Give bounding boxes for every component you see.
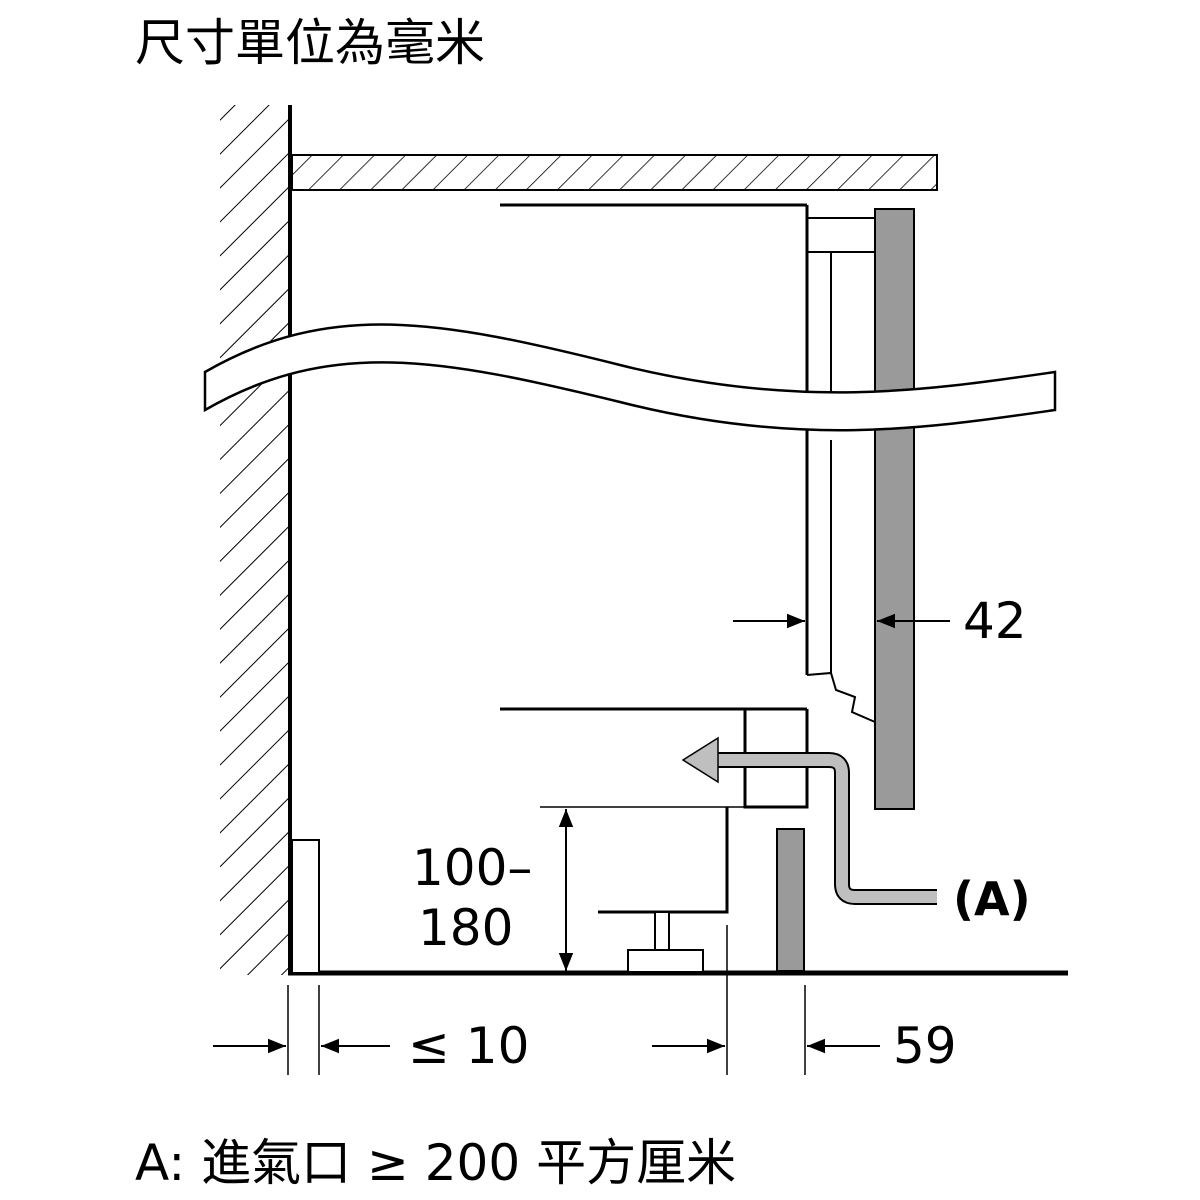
label-height-line2: 180: [418, 899, 513, 957]
adjustable-foot: [627, 911, 704, 973]
label-airflow-a: (A): [953, 872, 1031, 926]
label-max-10: ≤ 10: [408, 1017, 529, 1075]
legend-text: A: 進氣口 ≥ 200 平方厘米: [135, 1134, 736, 1192]
label-height-line1: 100–: [412, 839, 532, 897]
door-bracket: [806, 217, 876, 723]
section-break: [203, 323, 1057, 432]
extension-lines: [287, 925, 806, 1075]
label-42: 42: [963, 592, 1027, 650]
plinth-panel: [776, 828, 805, 972]
wall-spacer: [291, 839, 320, 974]
appliance-body: [500, 203, 809, 914]
countertop: [291, 154, 938, 191]
furniture-door-panel: [874, 208, 915, 810]
airflow-arrow: [681, 736, 937, 905]
left-wall: [220, 105, 292, 975]
unit-note: 尺寸單位為毫米: [135, 14, 485, 72]
label-59: 59: [893, 1017, 957, 1075]
